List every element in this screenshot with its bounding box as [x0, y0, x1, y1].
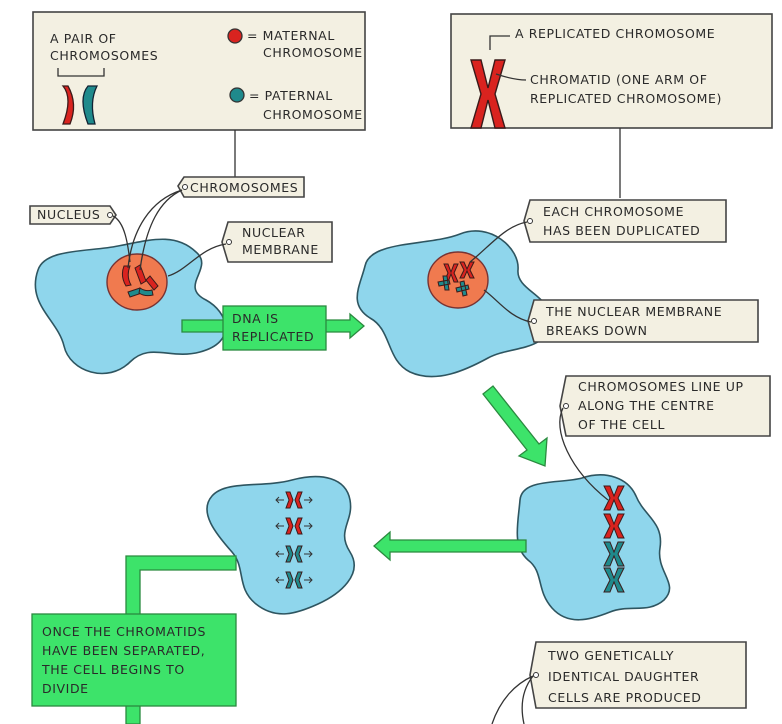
svg-text:NUCLEAR: NUCLEAR [242, 225, 306, 240]
maternal-line-1: = MATERNAL [247, 28, 335, 43]
replicated-title: A REPLICATED CHROMOSOME [515, 26, 715, 41]
cell-2-nucleus [427, 251, 489, 309]
cell-1-chromosomes [121, 264, 159, 298]
svg-text:NUCLEUS: NUCLEUS [37, 207, 100, 222]
label-nucleus: NUCLEUS [29, 205, 131, 263]
arrow-dna-replicated: DNA IS REPLICATED [181, 305, 365, 351]
dna-line-1: DNA IS [232, 311, 279, 326]
label-nuclear-membrane: NUCLEAR MEMBRANE [167, 221, 333, 277]
chromatid-pointer [495, 73, 527, 81]
replicated-pointer [489, 35, 510, 50]
chromatid-line-2: REPLICATED CHROMOSOME) [530, 91, 722, 106]
cell-3-chromosomes [603, 485, 625, 593]
svg-text:BREAKS DOWN: BREAKS DOWN [546, 323, 648, 338]
cell-interphase [34, 238, 227, 375]
cell-4-body [206, 475, 355, 615]
maternal-dot-icon [227, 28, 243, 44]
key-box-left: A PAIR OF CHROMOSOMES = MATERNAL CHROMOS… [32, 11, 366, 131]
dna-line-2: REPLICATED [232, 329, 314, 344]
label-divide: ONCE THE CHROMATIDS HAVE BEEN SEPARATED,… [31, 613, 237, 707]
svg-text:ALONG THE CENTRE: ALONG THE CENTRE [578, 398, 715, 413]
maternal-line-2: CHROMOSOME [263, 45, 363, 60]
svg-text:THE NUCLEAR MEMBRANE: THE NUCLEAR MEMBRANE [545, 304, 722, 319]
label-duplicated: EACH CHROMOSOME HAS BEEN DUPLICATED [469, 199, 727, 263]
cell-prophase [356, 230, 552, 378]
svg-text:DIVIDE: DIVIDE [42, 681, 89, 696]
label-daughter-cells: TWO GENETICALLY IDENTICAL DAUGHTER CELLS… [491, 641, 747, 724]
replicated-chromosome-icon [470, 59, 506, 129]
arrow-left [373, 530, 527, 562]
chromosome-pair-icon [61, 85, 99, 125]
cell-2-chromosomes [437, 261, 475, 297]
key-box-right: A REPLICATED CHROMOSOME CHROMATID (ONE A… [450, 13, 773, 129]
svg-text:CHROMOSOMES LINE UP: CHROMOSOMES LINE UP [578, 379, 744, 394]
svg-text:MEMBRANE: MEMBRANE [242, 242, 319, 257]
svg-text:EACH CHROMOSOME: EACH CHROMOSOME [543, 204, 684, 219]
svg-text:THE CELL BEGINS TO: THE CELL BEGINS TO [41, 662, 185, 677]
cell-4-pull-arrows [275, 496, 313, 584]
key-title-line-2: CHROMOSOMES [50, 48, 158, 63]
label-line-up: CHROMOSOMES LINE UP ALONG THE CENTRE OF … [559, 375, 771, 501]
paternal-line-2: CHROMOSOME [263, 107, 363, 122]
chromatid-line-1: CHROMATID (ONE ARM OF [530, 72, 708, 87]
label-breaks-down: THE NUCLEAR MEMBRANE BREAKS DOWN [483, 289, 759, 343]
svg-text:OF THE CELL: OF THE CELL [578, 417, 665, 432]
svg-text:HAS BEEN DUPLICATED: HAS BEEN DUPLICATED [543, 223, 700, 238]
svg-text:CELLS ARE PRODUCED: CELLS ARE PRODUCED [548, 690, 701, 705]
svg-text:ONCE THE CHROMATIDS: ONCE THE CHROMATIDS [42, 624, 206, 639]
label-chromosomes: CHROMOSOMES [127, 176, 305, 271]
svg-text:HAVE BEEN SEPARATED,: HAVE BEEN SEPARATED, [42, 643, 205, 658]
cell-4-chromosomes [285, 491, 303, 589]
cell-3-body [516, 474, 671, 621]
key-title-line-1: A PAIR OF [50, 31, 117, 46]
paternal-line-1: = PATERNAL [249, 88, 333, 103]
key-pair-bracket [57, 68, 105, 77]
cell-metaphase [516, 474, 671, 621]
svg-text:TWO GENETICALLY: TWO GENETICALLY [547, 648, 674, 663]
arrow-diagonal [482, 385, 548, 467]
svg-text:IDENTICAL DAUGHTER: IDENTICAL DAUGHTER [548, 669, 699, 684]
cell-1-nucleus [106, 253, 168, 311]
bar-bent-down [125, 555, 237, 724]
paternal-dot-icon [229, 87, 245, 103]
svg-text:CHROMOSOMES: CHROMOSOMES [190, 180, 298, 195]
cell-anaphase [206, 475, 355, 615]
